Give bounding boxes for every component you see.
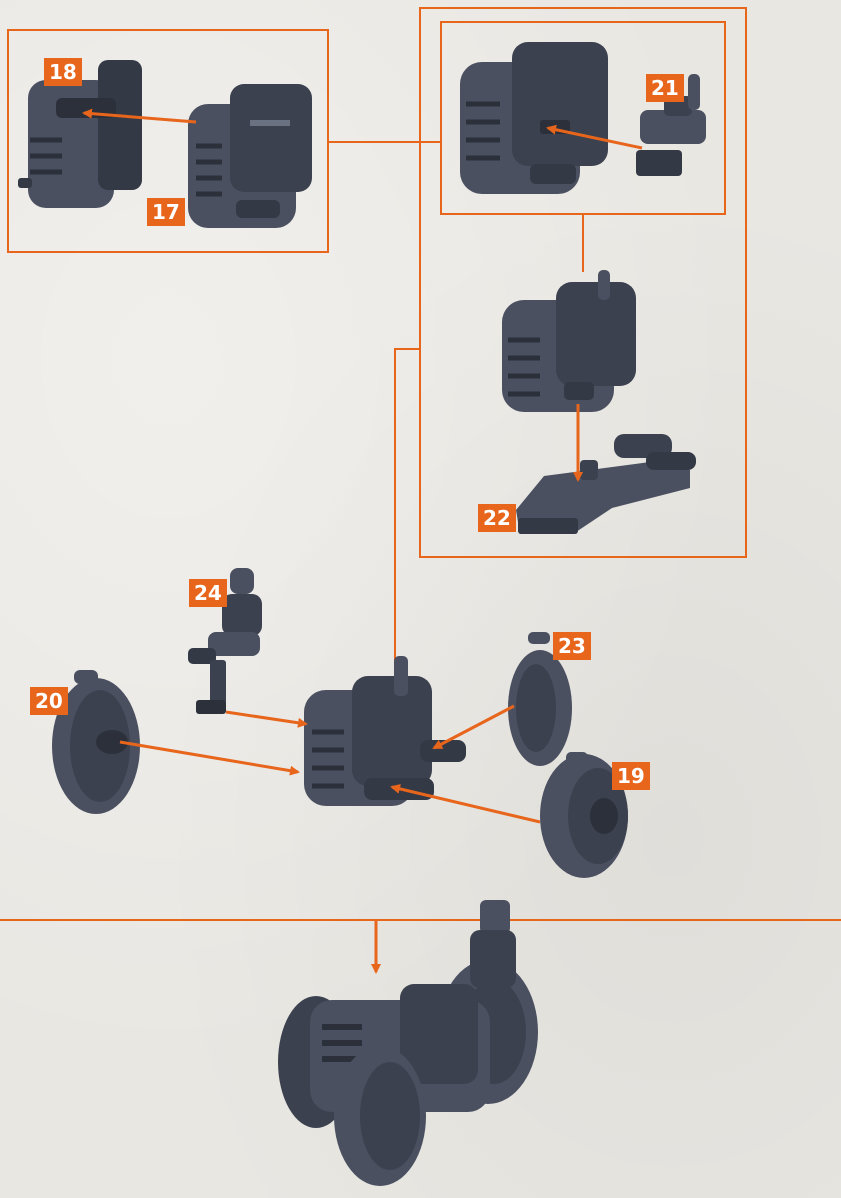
arrow [392, 787, 540, 822]
part-label-22: 22 [478, 504, 516, 532]
connector-line [395, 349, 420, 680]
engine-assembled-21 [460, 42, 608, 194]
tractor-body [304, 656, 466, 806]
part-label-21: 21 [646, 74, 684, 102]
arrow [434, 706, 514, 748]
part-label-19: 19 [612, 762, 650, 790]
part-label-24: 24 [189, 579, 227, 607]
part-label-17: 17 [147, 198, 185, 226]
part-label-18: 18 [44, 58, 82, 86]
tractor-complete [278, 900, 538, 1186]
part-label-23: 23 [553, 632, 591, 660]
arrow [226, 712, 306, 724]
chassis-part-22 [516, 434, 696, 534]
engine-half-part-17 [188, 84, 312, 228]
part-label-20: 20 [30, 687, 68, 715]
engine-block [502, 270, 636, 412]
arrow [120, 742, 298, 772]
